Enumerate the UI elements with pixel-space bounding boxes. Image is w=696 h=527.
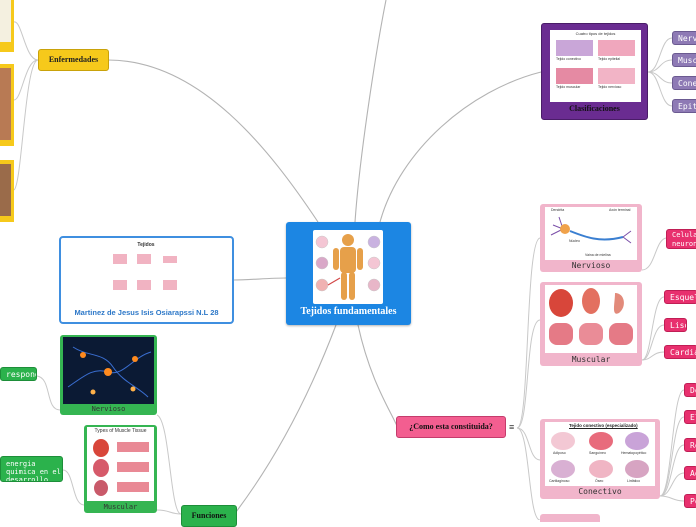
four-tissues-label-1: Tejido conectivo <box>556 57 581 61</box>
constituida-muscular[interactable]: Muscular <box>540 282 642 366</box>
clasificaciones-topic[interactable]: Cuatro tipos de tejidos Tejido conectivo… <box>541 23 648 120</box>
celulas-neuronas-label: Celulas neuronas <box>672 231 696 248</box>
muscle-tissue-types-image: Types of Muscle Tissue <box>87 427 154 501</box>
four-tissues-image: Cuatro tipos de tejidos Tejido conectivo… <box>550 30 641 102</box>
funciones-nervioso[interactable]: Nervioso <box>60 335 157 415</box>
funciones-nervioso-label: Nervioso <box>91 405 126 413</box>
connective-label-5: Óseo <box>595 479 604 483</box>
constituida-next-node[interactable] <box>540 514 600 522</box>
neuron-image: Dendrita Axón terminal Núcleo Vaina de m… <box>545 207 637 260</box>
connective-label-1: Adiposo <box>553 451 566 455</box>
conectivo-child-3[interactable]: Re <box>684 438 696 452</box>
notes-icon[interactable]: ≡ <box>509 422 515 432</box>
tissues-chart-title: Tejidos <box>137 242 155 248</box>
clasificaciones-label: Clasificaciones <box>569 104 620 113</box>
clasificacion-muscular[interactable]: Muscular <box>672 53 696 67</box>
connective-label-2: Sanguíneo <box>589 451 606 455</box>
constituida-label: ¿Como esta constituida? <box>409 422 493 431</box>
funciones-muscular-text[interactable]: energia quimica en el desarrollo <box>0 456 63 482</box>
enfermedades-label: Enfermedades <box>48 55 99 64</box>
celulas-neuronas[interactable]: Celulas neuronas <box>666 229 696 249</box>
constituida-conectivo-label: Conectivo <box>578 487 622 496</box>
funciones-muscular-label: Muscular <box>103 503 138 511</box>
funciones-label: Funciones <box>191 511 227 520</box>
funciones-nervioso-text[interactable]: responde <box>0 367 37 381</box>
author-card[interactable]: Tejidos Martinez de Jesus Isis Osiarapss… <box>59 236 234 324</box>
funciones-topic[interactable]: Funciones <box>181 505 237 527</box>
four-tissues-label-3: Tejido muscular <box>556 85 581 89</box>
human-body-image <box>313 230 383 304</box>
connective-label-3: Hematopoyético <box>621 451 647 455</box>
four-tissues-title: Cuatro tipos de tejidos <box>575 31 616 36</box>
muscle-tissue-types-title: Types of Muscle Tissue <box>94 428 147 434</box>
tissues-chart-image: Tejidos <box>101 242 191 302</box>
neuron-label-2: Axón terminal <box>609 208 631 212</box>
clasificacion-epitelial[interactable]: Epitelial <box>672 99 696 113</box>
enfermedad-image-2[interactable] <box>0 64 14 146</box>
constituida-nervioso-label: Nervioso <box>571 261 611 270</box>
enfermedades-topic[interactable]: Enfermedades <box>38 49 109 71</box>
conectivo-child-4[interactable]: Ad <box>684 466 696 480</box>
muscular-esqueletico[interactable]: Esqueletico <box>664 290 696 304</box>
clasificacion-conectivo[interactable]: Conectivo <box>672 76 696 90</box>
author-name: Martinez de Jesus Isis Osiarapssi N.L 28 <box>74 308 219 317</box>
constituida-nervioso[interactable]: Dendrita Axón terminal Núcleo Vaina de m… <box>540 204 642 272</box>
connective-tissue-image: Tejido conectivo (especializado) Adiposo… <box>545 422 655 486</box>
neuron-label-3: Núcleo <box>569 239 580 243</box>
muscular-cardiaco[interactable]: Cardiaco <box>664 345 696 359</box>
four-tissues-label-2: Tejido epitelial <box>598 57 620 61</box>
funciones-muscular-text-label: energia quimica en el desarrollo <box>6 460 61 482</box>
constituida-muscular-label: Muscular <box>571 355 611 364</box>
neural-network-image <box>63 337 154 404</box>
muscular-liso[interactable]: Liso <box>664 318 687 332</box>
conectivo-child-5[interactable]: Pe <box>684 494 696 508</box>
enfermedad-image-3[interactable] <box>0 160 14 222</box>
muscle-types-image <box>545 285 637 353</box>
enfermedad-image-1[interactable] <box>0 0 14 52</box>
neuron-label-4: Vaina de mielina <box>585 253 611 257</box>
connective-tissue-title: Tejido conectivo (especializado) <box>569 423 638 428</box>
connective-label-4: Cartilaginoso <box>549 479 570 483</box>
conectivo-child-2[interactable]: El <box>684 410 696 424</box>
connective-label-6: Linfático <box>627 479 641 483</box>
constituida-topic[interactable]: ¿Como esta constituida? <box>396 416 506 438</box>
constituida-conectivo[interactable]: Tejido conectivo (especializado) Adiposo… <box>540 419 660 499</box>
funciones-muscular[interactable]: Types of Muscle Tissue Muscular <box>84 425 157 513</box>
central-topic[interactable]: Tejidos fundamentales <box>286 222 411 325</box>
central-topic-title: Tejidos fundamentales <box>300 306 397 317</box>
conectivo-child-1[interactable]: De <box>684 383 696 397</box>
clasificacion-nervioso[interactable]: Nervioso <box>672 31 696 45</box>
four-tissues-label-4: Tejido nervioso <box>598 85 622 89</box>
neuron-label-1: Dendrita <box>551 208 565 212</box>
